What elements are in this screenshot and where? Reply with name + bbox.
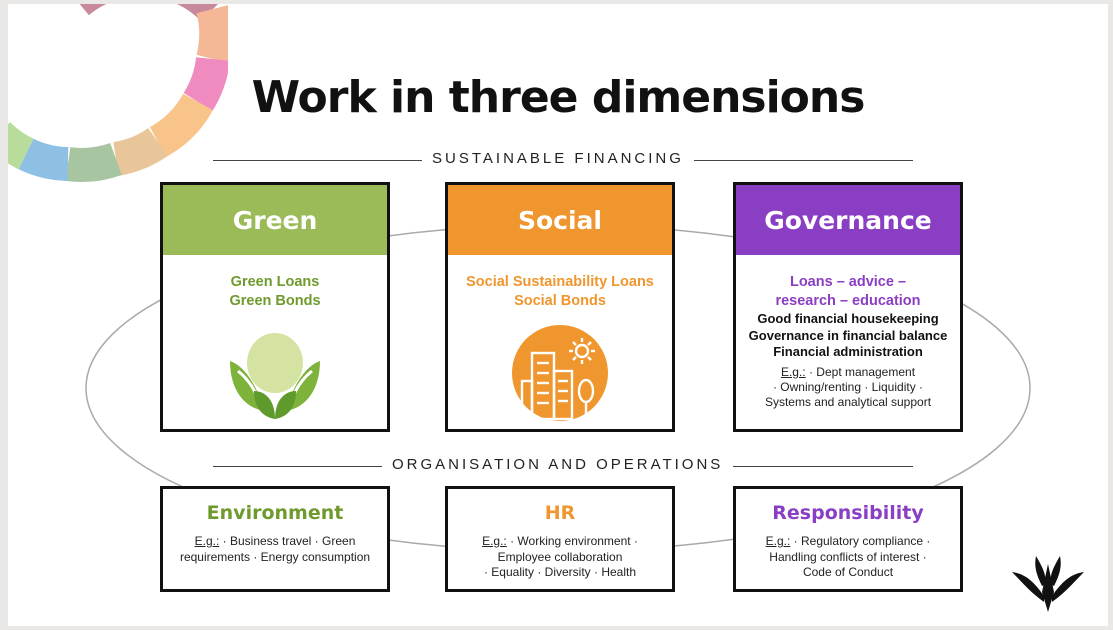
card-social-title: Social xyxy=(517,205,602,235)
eg-label: E.g.: xyxy=(765,534,791,548)
eg-label: E.g.: xyxy=(194,534,220,548)
governance-example-1: · Dept management xyxy=(805,364,916,379)
organization-logo-icon xyxy=(1012,556,1084,612)
card-green: Green Green Loans Green Bonds xyxy=(160,182,390,432)
hr-line-2: Employee collaboration xyxy=(497,549,623,564)
governance-line-1: Good financial housekeeping xyxy=(757,311,939,326)
governance-example-2: · Owning/renting · Liquidity · xyxy=(772,379,924,394)
governance-black-lines: Good financial housekeeping Governance i… xyxy=(736,311,960,361)
governance-loans-text: Loans – advice – xyxy=(789,274,907,290)
green-bonds-text: Green Bonds xyxy=(229,293,321,309)
card-responsibility-text: E.g.: · Regulatory compliance · Handling… xyxy=(736,534,960,581)
city-sun-icon xyxy=(512,325,608,421)
card-hr: HR E.g.: · Working environment · Employe… xyxy=(445,486,675,592)
leaf-icon xyxy=(230,333,320,419)
sdg-color-ring-icon xyxy=(8,4,228,182)
card-social-body: Social Sustainability Loans Social Bonds xyxy=(448,255,672,428)
page-title: Work in three dimensions xyxy=(251,72,866,123)
governance-example-3: Systems and analytical support xyxy=(764,394,932,409)
slide: Work in three dimensions SUSTAINABLE FIN… xyxy=(8,4,1108,626)
environment-line-1: · Business travel · Green xyxy=(219,534,356,548)
card-governance: Governance Loans – advice – research – e… xyxy=(733,182,963,432)
card-hr-title: HR xyxy=(544,502,576,524)
hr-line-1: · Working environment · xyxy=(506,534,638,548)
social-loans-text: Social Sustainability Loans xyxy=(466,274,654,290)
card-responsibility: Responsibility E.g.: · Regulatory compli… xyxy=(733,486,963,592)
responsibility-line-2: Handling conflicts of interest · xyxy=(769,549,927,564)
card-social-header: Social xyxy=(448,185,672,255)
card-environment: Environment E.g.: · Business travel · Gr… xyxy=(160,486,390,592)
social-bonds-text: Social Bonds xyxy=(514,293,606,309)
governance-line-3: Financial administration xyxy=(773,344,923,359)
eg-label: E.g.: xyxy=(482,534,507,548)
environment-line-2: requirements · Energy consumption xyxy=(179,549,371,564)
card-governance-title: Governance xyxy=(764,205,932,235)
card-hr-text: E.g.: · Working environment · Employee c… xyxy=(448,534,672,581)
card-responsibility-title: Responsibility xyxy=(772,502,924,524)
responsibility-line-1: · Regulatory compliance · xyxy=(790,534,931,548)
green-loans-text: Green Loans xyxy=(230,274,320,290)
eg-label: E.g.: xyxy=(780,364,806,379)
section-label-sustainable-financing: SUSTAINABLE FINANCING xyxy=(422,150,694,167)
governance-examples: E.g.: · Dept management · Owning/renting… xyxy=(736,365,960,410)
governance-line-2: Governance in financial balance xyxy=(748,327,948,343)
card-social: Social Social Sustainability Loans Socia… xyxy=(445,182,675,432)
governance-research-text: research – education xyxy=(775,293,921,309)
responsibility-line-3: Code of Conduct xyxy=(802,565,894,579)
card-environment-title: Environment xyxy=(206,502,344,524)
card-governance-body: Loans – advice – research – education Go… xyxy=(736,255,960,410)
card-green-title: Green xyxy=(232,205,318,235)
card-environment-text: E.g.: · Business travel · Green requirem… xyxy=(163,534,387,565)
card-green-body: Green Loans Green Bonds xyxy=(163,255,387,429)
hr-line-3: · Equality · Diversity · Health xyxy=(483,565,637,579)
section-label-organisation: ORGANISATION AND OPERATIONS xyxy=(382,456,734,473)
card-governance-header: Governance xyxy=(736,185,960,255)
card-green-header: Green xyxy=(163,185,387,255)
